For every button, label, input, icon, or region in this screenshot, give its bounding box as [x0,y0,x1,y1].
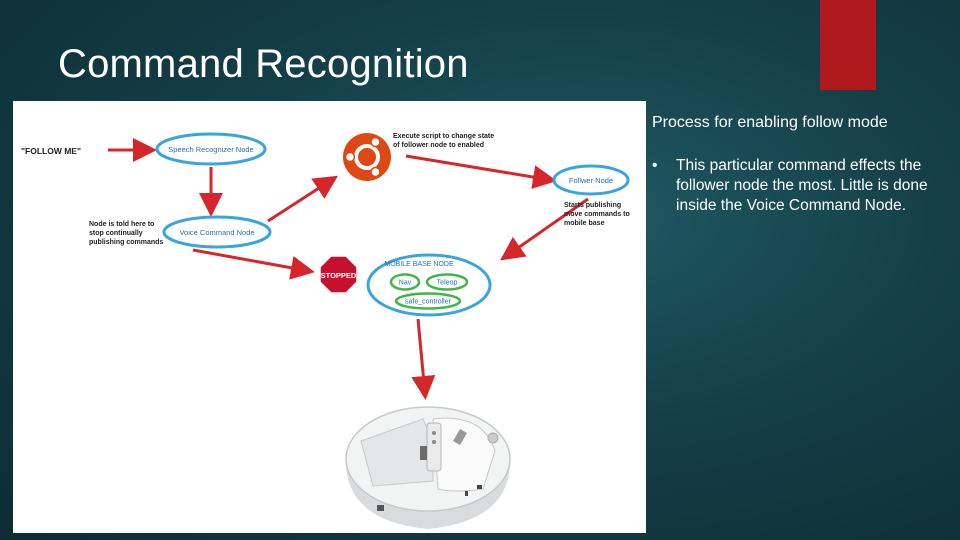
voice-command-node: Voice Command Node [162,215,272,249]
follow-me-label: "FOLLOW ME" [21,146,81,156]
follower-node-label: Follwer Node [569,176,613,185]
robot-base-image [345,406,511,529]
mobile-base-node: MOBILE BASE NODE Nav Teleop safe_control… [366,253,492,317]
node-told-line-2: stop continually [89,230,143,237]
node-told-note: Node is told here to stop continually pu… [89,221,163,246]
follower-node: Follwer Node [552,164,630,196]
nav-label: Nav [399,280,412,287]
execute-note-line-2: of follower node to enabled [393,142,484,149]
speech-recognizer-node: Speech Recognizer Node [155,132,267,166]
node-told-line-1: Node is told here to [89,221,154,228]
teleop-pill [425,273,469,291]
voice-node-label: Voice Command Node [179,228,254,237]
node-told-line-3: publishing commands [89,239,163,246]
starts-pub-line-1: Starts publishing [564,202,621,209]
bullet-list: • This particular command effects the fo… [652,156,942,216]
diagram-figure: "FOLLOW ME" Speech Recognizer Node Voice… [13,101,646,533]
execute-note-line-1: Execute script to change state [393,133,494,140]
side-panel: Process for enabling follow mode • This … [652,112,942,216]
speech-node-label: Speech Recognizer Node [168,145,253,154]
bullet-text: This particular command effects the foll… [676,157,928,214]
stop-sign-icon: STOPPED [319,255,358,294]
bullet-item: • This particular command effects the fo… [652,156,942,216]
mobile-base-label: MOBILE BASE NODE [384,261,454,268]
accent-bar [820,0,876,90]
execute-script-note: Execute script to change state of follow… [393,133,494,149]
command-flow-diagram: "FOLLOW ME" Speech Recognizer Node Voice… [21,132,630,529]
stop-sign-label: STOPPED [321,271,357,280]
starts-pub-line-3: mobile base [564,220,605,227]
ubuntu-logo-icon [343,133,391,181]
starts-pub-line-2: move commands to [564,211,630,218]
teleop-label: Teleop [437,280,458,287]
side-heading: Process for enabling follow mode [652,114,888,131]
starts-publishing-note: Starts publishing move commands to mobil… [564,202,630,227]
safe-controller-pill [394,292,462,310]
bullet-dot-icon: • [652,157,658,174]
slide-title: Command Recognition [58,42,469,86]
flow-arrows [108,138,589,400]
safe-controller-label: safe_controller [405,299,452,306]
nav-pill [389,273,421,291]
